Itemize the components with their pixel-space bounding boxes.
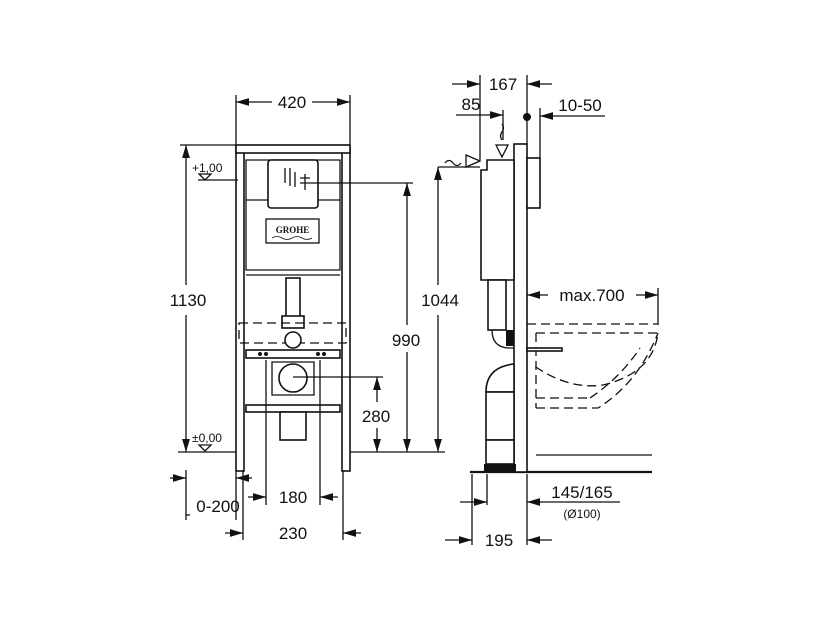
foot-depth-dimension: 195 xyxy=(485,531,513,550)
drain-outlet xyxy=(278,363,308,393)
outlet-dimension: 145/165 xyxy=(551,483,612,502)
flush-plate-opening xyxy=(267,159,319,209)
bolt-spacing-dimension: 180 xyxy=(279,488,307,507)
flush-height-dimension: 990 xyxy=(392,331,420,350)
grohe-logo: GROHE xyxy=(265,218,320,244)
bolt-outer-dimension: 230 xyxy=(279,524,307,543)
frame-post-right xyxy=(341,146,351,472)
frame-post-left xyxy=(235,146,245,472)
depth-dimension: 167 xyxy=(489,75,517,94)
supply-height-dimension: 1044 xyxy=(421,291,459,310)
height-dimension: 1130 xyxy=(170,291,207,310)
level-floor: ±0,00 xyxy=(192,431,222,445)
flush-plate xyxy=(526,157,541,209)
front-view: GROHE 420 1130 +1,00 xyxy=(170,93,445,543)
side-view: 167 85 10-50 1044 max.700 145/165 (Ø100)… xyxy=(421,75,659,550)
frame-top-bar xyxy=(235,144,351,154)
tank-offset-dimension: 85 xyxy=(462,95,481,114)
bowl-length-dimension: max.700 xyxy=(559,286,624,305)
cistern xyxy=(480,159,515,281)
drain-height-dimension: 280 xyxy=(362,407,390,426)
wall-thickness-dimension: 10-50 xyxy=(558,96,601,115)
width-dimension: 420 xyxy=(278,93,306,112)
outlet-diameter: (Ø100) xyxy=(563,507,600,521)
svg-text:GROHE: GROHE xyxy=(276,225,310,235)
frame-side xyxy=(513,143,528,473)
level-top: +1,00 xyxy=(192,161,223,175)
offset-dimension: 0-200 xyxy=(196,497,239,516)
